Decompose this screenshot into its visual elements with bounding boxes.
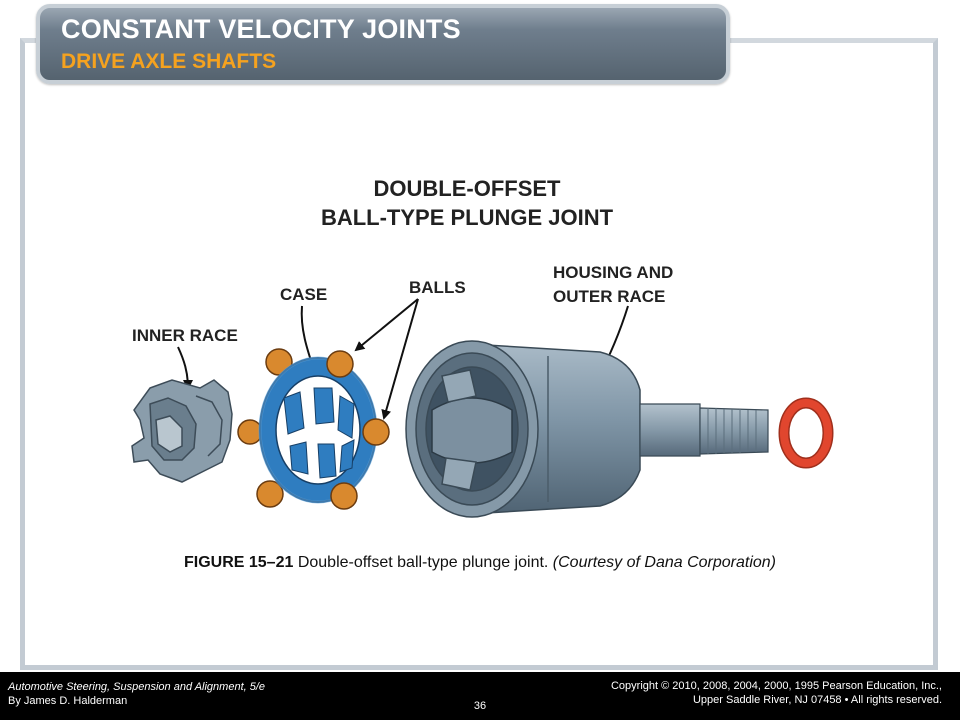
footer-copyright: Copyright © 2010, 2008, 2004, 2000, 1995… — [611, 679, 942, 707]
page-number: 36 — [473, 700, 487, 712]
shaft-part — [639, 403, 769, 457]
label-inner-race: INNER RACE — [132, 326, 238, 345]
copyright-line1: Copyright © 2010, 2008, 2004, 2000, 1995… — [610, 680, 942, 692]
footer-author: By James D. Halderman — [8, 695, 128, 707]
arrow-balls-2 — [381, 298, 419, 420]
title-bar: CONSTANT VELOCITY JOINTS DRIVE AXLE SHAF… — [36, 4, 730, 84]
figure-number: FIGURE 15–21 — [183, 554, 294, 571]
slide-subtitle: DRIVE AXLE SHAFTS — [61, 50, 277, 73]
figure-caption-text: Double-offset ball-type plunge joint. — [293, 554, 553, 571]
footer-book-title: Automotive Steering, Suspension and Alig… — [8, 681, 266, 693]
diagram-heading-line2: BALL-TYPE PLUNGE JOINT — [321, 205, 614, 230]
cage-part — [258, 356, 378, 504]
snap-ring-part — [778, 397, 834, 469]
figure-credit: (Courtesy of Dana Corporation) — [552, 554, 777, 571]
inner-race-part — [131, 379, 233, 483]
label-housing-line1: HOUSING AND — [553, 263, 673, 282]
label-balls: BALLS — [409, 278, 466, 297]
footer-bar: Automotive Steering, Suspension and Alig… — [0, 672, 960, 720]
slide-title: CONSTANT VELOCITY JOINTS — [61, 14, 461, 44]
label-housing-line2: OUTER RACE — [553, 287, 665, 306]
footer-book-info: Automotive Steering, Suspension and Alig… — [8, 680, 265, 708]
copyright-line2: Upper Saddle River, NJ 07458 • All right… — [692, 694, 942, 706]
diagram-heading-line1: DOUBLE-OFFSET — [374, 176, 562, 201]
arrow-balls-1 — [354, 298, 419, 352]
figure-caption: FIGURE 15–21 Double-offset ball-type plu… — [0, 554, 960, 572]
cv-joint-illustration: DOUBLE-OFFSET BALL-TYPE PLUNGE JOINT CAS… — [131, 176, 834, 518]
housing-part — [405, 340, 641, 518]
balls-back — [237, 348, 293, 508]
label-case: CASE — [280, 285, 327, 304]
balls-front — [326, 350, 390, 510]
